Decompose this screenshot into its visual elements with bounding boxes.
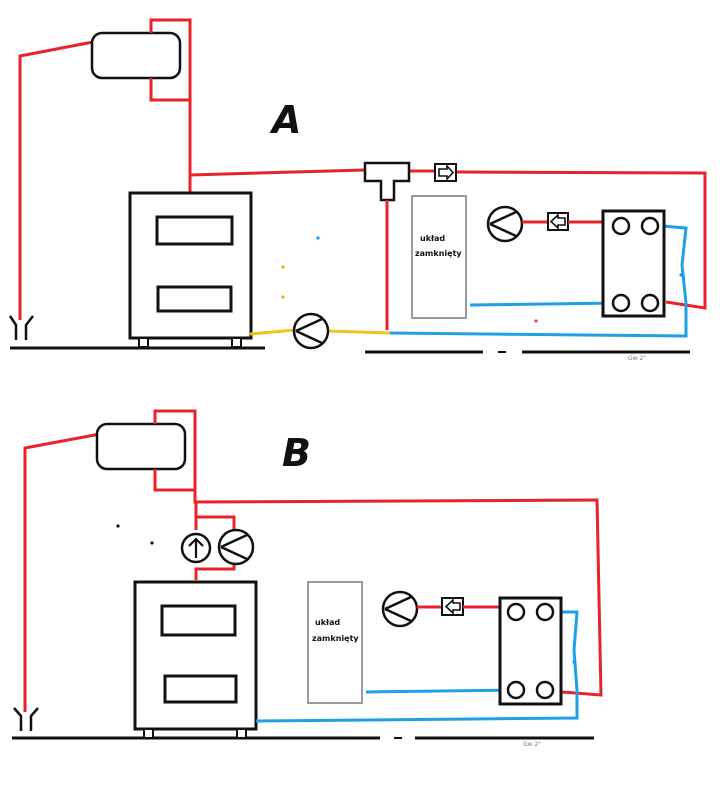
stray-dot [534, 319, 538, 323]
pipe-size-label-a: Gw 2" [628, 355, 646, 362]
expansion-tank-line-a [18, 40, 94, 320]
plate-heat-exchanger-icon [601, 209, 666, 318]
closed-system-box-b [307, 581, 363, 704]
diagram-b-label: B [282, 431, 311, 475]
expansion-tank-line-b [23, 432, 101, 712]
stray-dot [150, 541, 154, 545]
boiler-icon [128, 191, 253, 348]
stray-dot [572, 660, 576, 664]
check-valve-icon [441, 597, 464, 616]
hot-supply-line-b [193, 490, 603, 697]
check-valve-icon [434, 163, 457, 182]
pipe-size-label-b: Gw 2" [523, 741, 541, 748]
closed-system-label-b-2: zamknięty [312, 634, 359, 643]
cold-return-line-b [255, 690, 579, 723]
hot-supply-line-a [189, 168, 366, 177]
pump-icon [292, 312, 330, 350]
expansion-tank-icon [90, 31, 182, 80]
safety-valve-icon [180, 532, 212, 564]
check-valve-icon [547, 212, 569, 231]
closed-system-label-b-1: układ [315, 618, 340, 627]
drain-icon [13, 707, 39, 731]
stray-dot [281, 265, 285, 269]
closed-system-box-a [411, 195, 467, 319]
expansion-tank-icon [95, 422, 187, 471]
cold-return-line-a-2 [649, 223, 688, 304]
pump-loop-b [194, 502, 236, 580]
diagram-b: układ zamknięty B Gw 2" [12, 409, 603, 748]
plate-heat-exchanger-icon [498, 596, 563, 706]
pump-icon [486, 205, 524, 243]
pump-icon [381, 590, 419, 628]
stray-dot [316, 236, 320, 240]
closed-system-label-a-2: zamknięty [415, 249, 462, 258]
stray-dot [116, 524, 120, 528]
tee-fitting-icon [363, 161, 411, 202]
hot-supply-line-a-3 [456, 170, 707, 310]
diagram-a-label: A [269, 98, 301, 142]
drain-icon [8, 315, 34, 340]
stray-dot [281, 295, 285, 299]
boiler-return-line-a [249, 328, 296, 336]
boiler-icon [133, 580, 258, 739]
diagram-a: układ zamknięty A Gw 2" [8, 18, 707, 362]
expansion-tank-loop-b [153, 409, 197, 492]
cold-return-line-a [389, 303, 688, 338]
closed-system-label-a-1: układ [420, 234, 445, 243]
cold-secondary-line-a [469, 301, 621, 307]
stray-dot [679, 273, 683, 277]
cold-secondary-line-b [365, 688, 516, 694]
pump-icon [217, 528, 255, 566]
expansion-tank-loop-a [149, 18, 192, 102]
pump-return-line-a [326, 329, 391, 335]
